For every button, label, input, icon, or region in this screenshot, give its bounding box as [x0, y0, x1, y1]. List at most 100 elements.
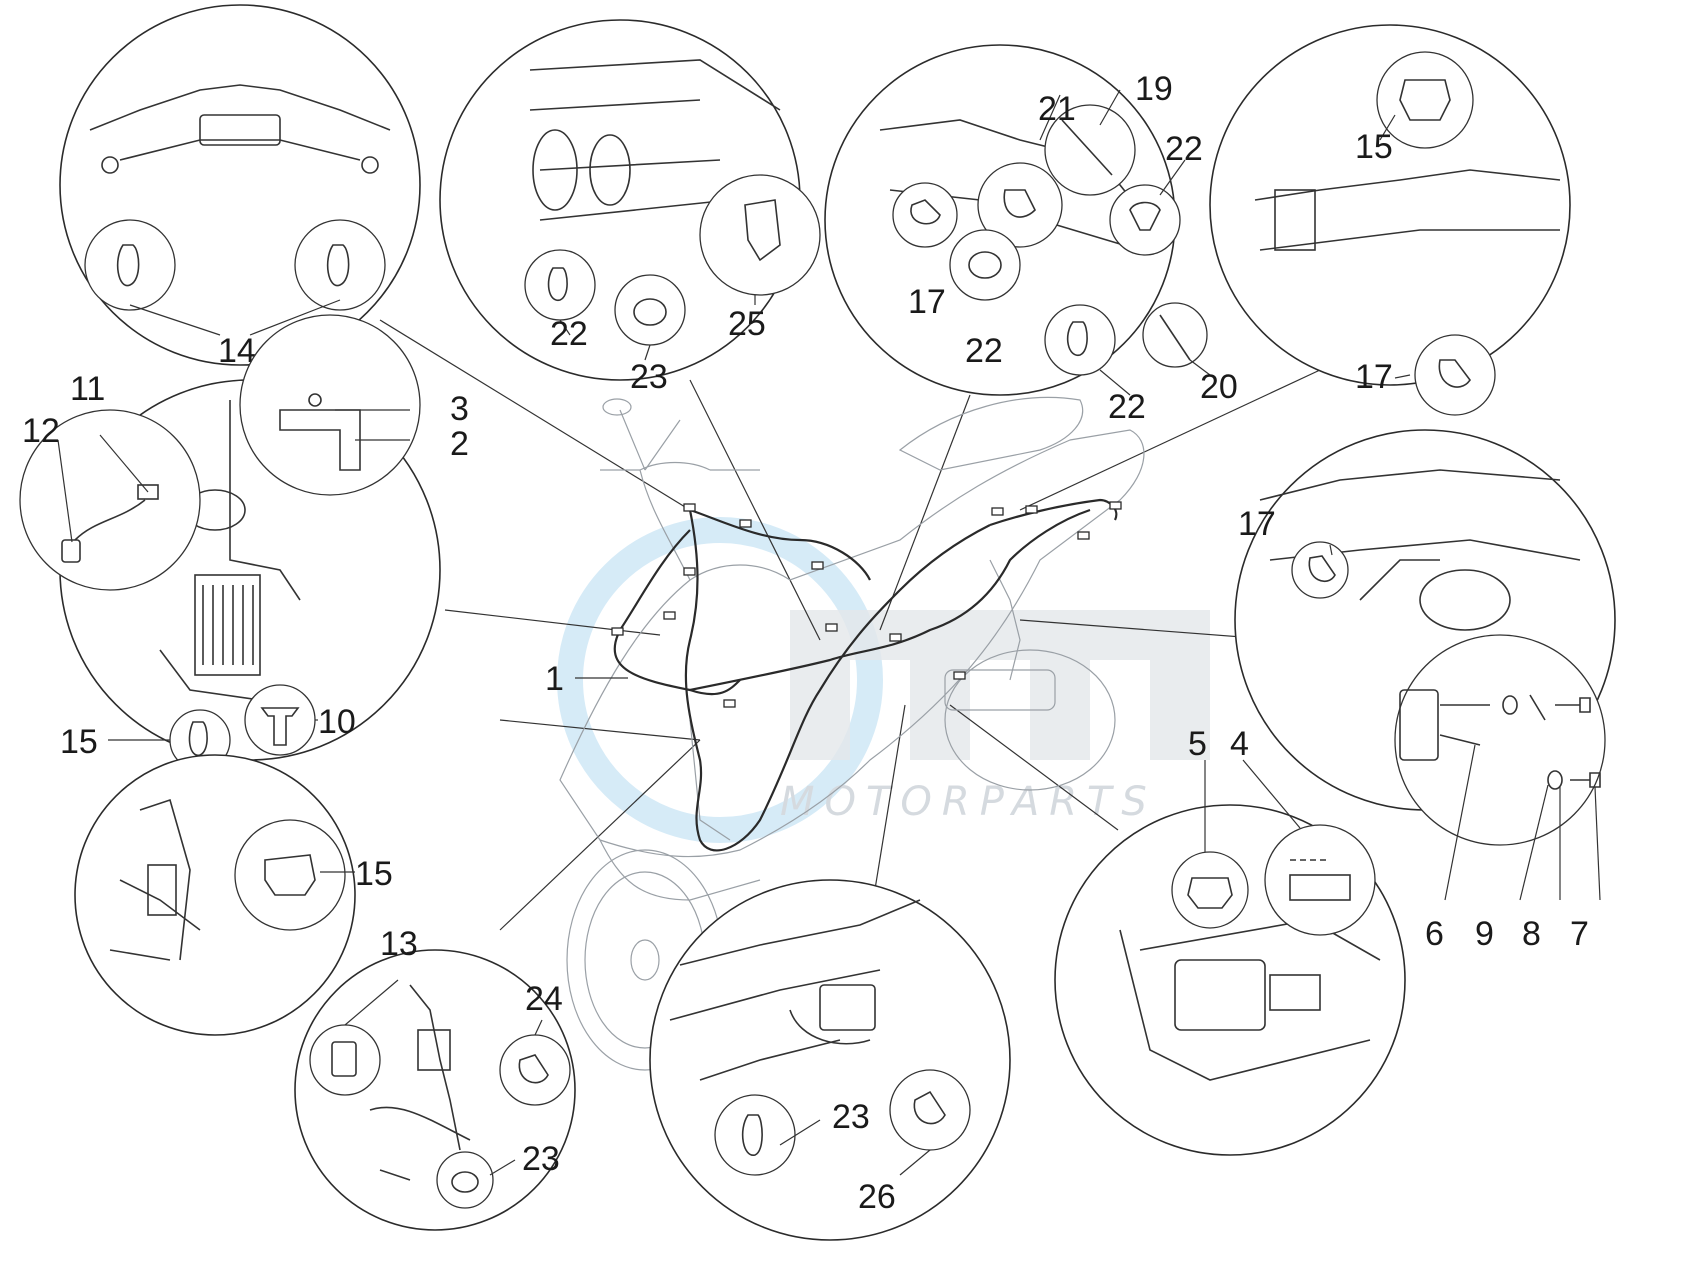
callout-3: 3: [450, 390, 469, 428]
sub-circle-clip: [499, 1034, 571, 1106]
sub-circle-clip: [234, 819, 346, 931]
callout-leader: [1242, 759, 1301, 829]
harness-branch-dash: [689, 508, 871, 581]
watermark-brand-text: MOTORPARTS: [780, 779, 1157, 825]
callout-leader: [779, 1119, 821, 1146]
clamp-icon: [116, 244, 140, 287]
front-fender: [599, 839, 761, 901]
callout-25: 25: [728, 305, 766, 343]
callout-17-lower: 17: [1238, 505, 1276, 543]
connector-block: [417, 1029, 451, 1071]
callout-13: 13: [380, 925, 418, 963]
mirror-left: [602, 398, 632, 416]
leader-line-14: [379, 319, 691, 511]
connector: [683, 567, 696, 576]
sub-circle-clamp: [1414, 334, 1496, 416]
frame-lines: [159, 400, 301, 701]
sub-circle-clip: [889, 1069, 971, 1151]
bolt-icon-lower: [1570, 772, 1601, 788]
callout-7: 7: [1570, 915, 1589, 953]
sub-circle-clamp: [1291, 541, 1349, 599]
screw-icon: [308, 393, 322, 407]
detail-rear-frame: 21 19 22 17 22 22 20: [824, 44, 1238, 426]
detail-under-seat: 23 26: [649, 879, 1011, 1241]
engine-cover: [944, 669, 1056, 711]
leader-line-15: [499, 719, 701, 741]
callout-8: 8: [1522, 915, 1541, 953]
washer-icon-lower: [1547, 770, 1563, 790]
callout-22: 22: [550, 315, 588, 353]
callout-22-upper: 22: [1108, 388, 1146, 426]
switch-left: [101, 156, 119, 174]
frame-lines: [529, 59, 781, 221]
callout-leader: [1329, 544, 1333, 556]
rear-wheel: [944, 649, 1116, 791]
switch-right: [361, 156, 379, 174]
sub-circle-clamp: [524, 249, 596, 321]
harness-main-run: [684, 509, 991, 852]
relay-box: [819, 984, 876, 1031]
connector: [611, 627, 624, 636]
connector: [663, 611, 676, 620]
sub-circle-grommet: [949, 229, 1021, 301]
clamp-icon: [741, 1114, 763, 1156]
harness-branch-rear: [689, 508, 1091, 692]
lock-washer-icon: [1529, 694, 1546, 721]
sub-circle-clip-right: [294, 219, 386, 311]
callout-9: 9: [1475, 915, 1494, 953]
watermark-logo-shape: [790, 610, 1210, 760]
callout-5: 5: [1188, 725, 1207, 763]
callout-18-top: 19: [1135, 70, 1173, 108]
leader-line-right: [1019, 619, 1256, 639]
frame-lines: [1254, 169, 1561, 251]
push-rivet-icon: [260, 707, 300, 746]
handlebar-outline: [89, 84, 391, 131]
detail-front-frame: 15: [74, 754, 393, 1036]
callout-26: 26: [858, 1178, 896, 1216]
callout-18-bottom: 20: [1200, 368, 1238, 406]
callout-21: 22: [1165, 130, 1203, 168]
connector: [683, 503, 696, 512]
sub-circle-grommet: [614, 274, 686, 346]
headlight-connector: [532, 129, 578, 211]
detail-circle: [649, 879, 1011, 1241]
ground-terminal-block: [1399, 689, 1439, 761]
fuse-box-mount: [1269, 974, 1321, 1011]
clip-icon: [1399, 79, 1451, 121]
callout-leader: [1099, 89, 1121, 126]
handlebar-center-block: [199, 114, 281, 146]
socket-icon: [331, 1041, 357, 1077]
sub-circle-bolt-assembly: [1394, 634, 1606, 846]
sub-circle-clamp-2: [1044, 304, 1116, 376]
detail-front-dash: 22 23 25: [439, 19, 821, 396]
voltage-regulator: [194, 574, 261, 676]
callout-16: 15: [60, 723, 98, 761]
clip-icon: [913, 1090, 946, 1125]
callout-leader: [57, 439, 73, 543]
detail-circle: [59, 4, 421, 366]
detail-ground-bolt: 17 6 9 8 7: [1234, 429, 1616, 953]
clamp-icon: [1066, 321, 1088, 356]
callout-2: 2: [450, 425, 469, 463]
sub-circle-grommet: [436, 1151, 494, 1209]
callout-17-right: 17: [1355, 358, 1393, 396]
usb-socket-icon: [61, 539, 81, 563]
sub-circle-socket: [309, 1024, 381, 1096]
callout-15-lower: 15: [355, 855, 393, 893]
frame-lines: [369, 984, 471, 1181]
leader-line-bottom: [869, 704, 906, 921]
detail-fuse-box: 5 4: [1054, 725, 1406, 1156]
callout-20: 22: [965, 332, 1003, 370]
handlebar-lower: [119, 139, 361, 161]
grommet-icon: [633, 298, 667, 326]
callout-17-upper: 17: [908, 283, 946, 321]
callout-1: 1: [545, 660, 564, 698]
callout-leader: [1594, 786, 1601, 901]
sub-circle-bracket: [699, 174, 821, 296]
clamp-icon: [547, 267, 568, 301]
clamp-icon: [326, 244, 350, 287]
callout-22-lower: 23: [832, 1098, 870, 1136]
front-hub: [630, 939, 660, 981]
callout-leader: [1519, 784, 1549, 901]
